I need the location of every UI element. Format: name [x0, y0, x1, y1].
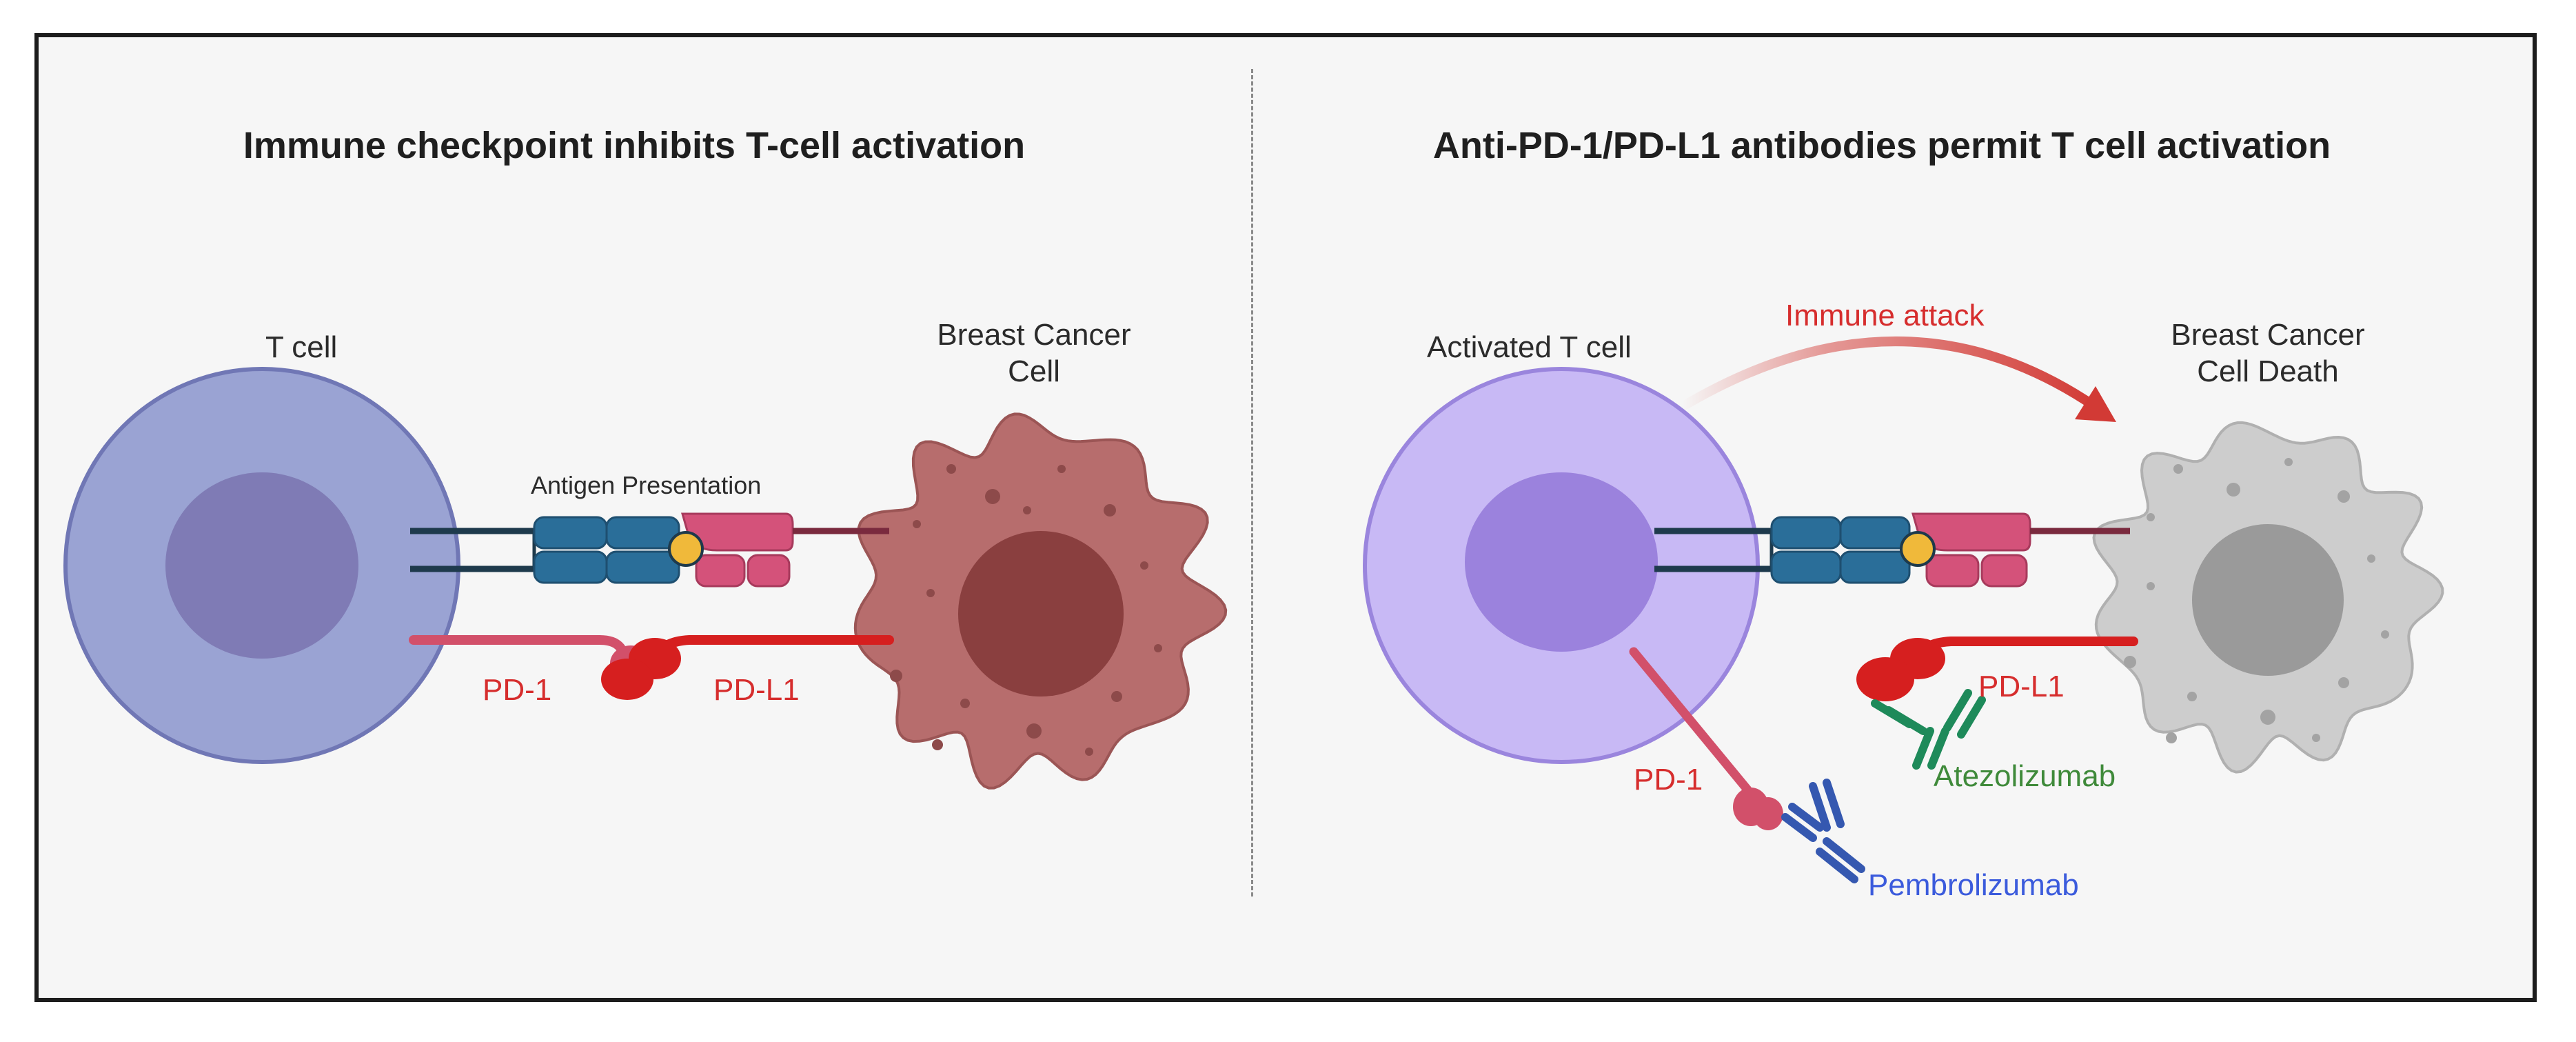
cancer-cell-label: Breast Cancer Cell [917, 317, 1151, 390]
breast-cancer-cell-death [2092, 421, 2444, 774]
pd1-label-left: PD-1 [483, 673, 552, 707]
pd1-pdl1-binding [409, 635, 894, 700]
cancer-cell-label-line2: Cell [1008, 354, 1060, 388]
t-cell [63, 367, 460, 764]
cancer-cell-death-label-line2: Cell Death [2197, 354, 2339, 388]
antigen-presentation-label: Antigen Presentation [531, 471, 762, 499]
immune-attack-label: Immune attack [1785, 299, 1985, 332]
antigen-presentation-complex [410, 512, 889, 588]
atezolizumab-antibody-icon [1871, 689, 1986, 770]
atezolizumab-label: Atezolizumab [1934, 759, 2116, 793]
pdl1-right [1856, 637, 2138, 701]
cancer-cell-label-line1: Breast Cancer [937, 318, 1131, 352]
pembrolizumab-label: Pembrolizumab [1868, 868, 2079, 902]
panel-divider [1251, 69, 1253, 896]
immune-attack-arrow-icon [1677, 337, 2116, 422]
pd1-right [1629, 647, 1783, 830]
antigen-presentation-complex-right [1654, 512, 2130, 588]
t-cell-label: T cell [265, 330, 338, 364]
pdl1-label-left: PD-L1 [713, 673, 800, 707]
cancer-cell-death-label: Breast Cancer Cell Death [2151, 317, 2385, 390]
right-panel-title: Anti-PD-1/PD-L1 antibodies permit T cell… [1432, 125, 2331, 166]
pd1-label-right: PD-1 [1634, 763, 1703, 796]
breast-cancer-cell [853, 412, 1228, 790]
cancer-cell-death-label-line1: Breast Cancer [2171, 318, 2365, 352]
left-panel-title: Immune checkpoint inhibits T-cell activa… [243, 125, 1026, 166]
activated-t-cell [1363, 367, 1760, 764]
pembrolizumab-antibody-icon [1781, 779, 1865, 883]
pdl1-label-right: PD-L1 [1978, 670, 2065, 703]
activated-t-cell-label: Activated T cell [1427, 330, 1632, 364]
